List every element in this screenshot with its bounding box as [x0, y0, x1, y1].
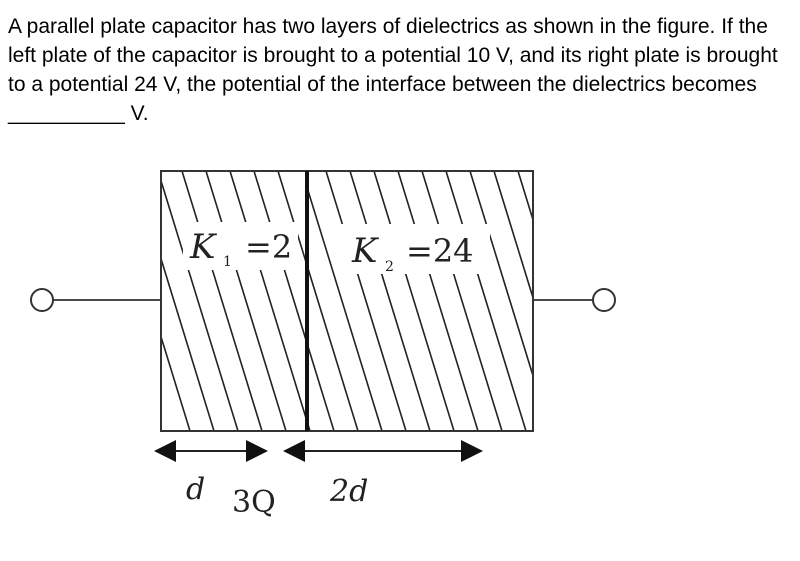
- thickness-2-label: 2d: [329, 474, 368, 509]
- k2-subscript: 2: [385, 259, 394, 275]
- k2-value: =24: [406, 232, 474, 270]
- question-text: A parallel plate capacitor has two layer…: [8, 15, 778, 125]
- dielectric-1-hatching: [161, 171, 307, 431]
- thickness-2-arrow: [283, 440, 483, 462]
- thickness-1-label: d: [186, 472, 205, 507]
- k2-symbol: K: [351, 231, 380, 271]
- right-terminal: [592, 288, 616, 312]
- k1-value: =2: [245, 228, 292, 266]
- k1-subscript: 1: [223, 254, 232, 270]
- dielectric-2-hatching: [307, 171, 533, 431]
- k1-symbol: K: [189, 227, 218, 267]
- thickness-1-arrow: [154, 440, 268, 462]
- label-2-background: [340, 224, 490, 274]
- capacitor-frame: [160, 170, 534, 432]
- label-1-background: [183, 222, 298, 270]
- annotation-label: 3Q: [232, 485, 276, 520]
- left-terminal: [30, 288, 54, 312]
